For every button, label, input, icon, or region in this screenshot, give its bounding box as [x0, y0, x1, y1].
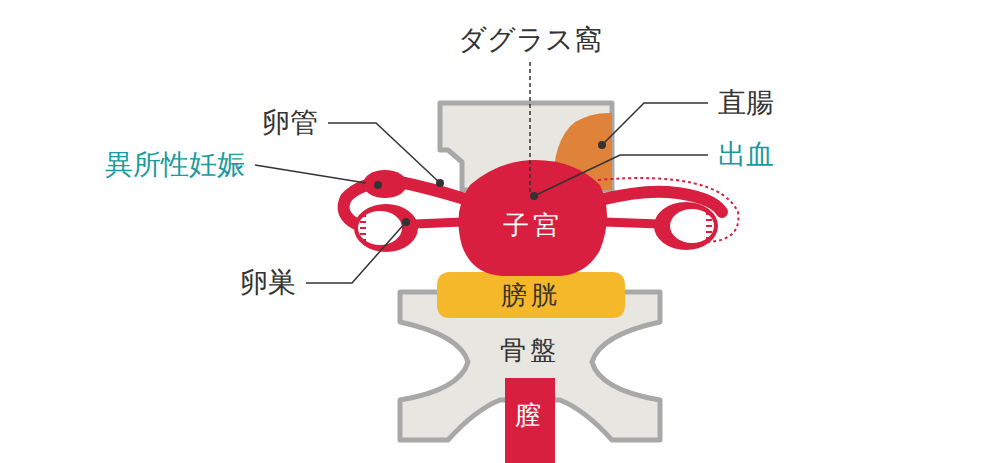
leader-lines	[255, 62, 708, 283]
leader-dots	[374, 141, 606, 226]
fallopian-tube-label: 卵管	[262, 106, 318, 140]
ectopic-pregnancy-label: 異所性妊娠	[105, 148, 245, 182]
ectopic-bulge	[363, 170, 407, 198]
douglas-pouch-label: ダグラス窩	[458, 23, 602, 57]
organ-name: 子宮	[503, 210, 563, 241]
bleeding-label: 出血	[718, 138, 774, 172]
organ-name: 膣	[515, 400, 545, 431]
uterus-label-box: 子宮	[478, 201, 588, 251]
vagina-shape	[505, 378, 555, 463]
bladder-shape	[437, 272, 625, 318]
rectum-label: 直腸	[718, 86, 774, 120]
bleeding-path	[598, 178, 738, 242]
organ-name: 膀胱	[501, 280, 561, 311]
pelvis-label-box: 骨盤	[475, 331, 585, 371]
uterus-shape	[458, 160, 607, 276]
vagina-label-box: 膣	[507, 386, 553, 446]
ovary-label: 卵巣	[240, 266, 296, 300]
organ-name: 骨盤	[500, 335, 560, 366]
bladder-label-box: 膀胱	[456, 276, 606, 316]
